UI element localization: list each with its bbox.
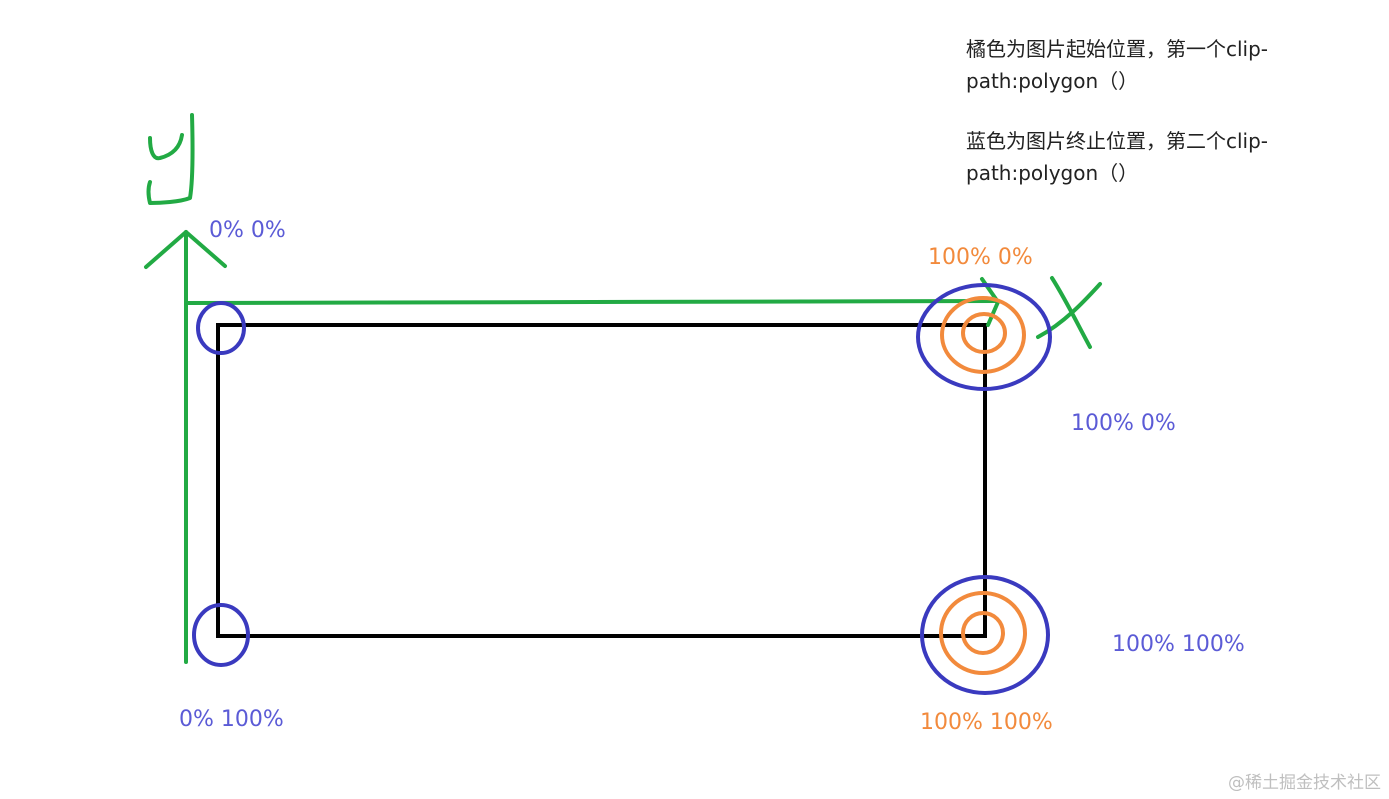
label-bottom-right-blue: 100% 100%	[1112, 632, 1245, 657]
blue-note: 蓝色为图片终止位置，第二个clip-path:polygon（）	[966, 129, 1269, 185]
blue-circle-bottom-left	[192, 603, 250, 667]
end-position-markers	[192, 283, 1052, 695]
image-rectangle	[216, 323, 987, 638]
orange-inner-circle-top-right	[961, 312, 1007, 354]
label-top-right-blue: 100% 0%	[1071, 411, 1176, 436]
x-axis-letter	[1036, 276, 1102, 349]
y-axis-letter	[146, 113, 195, 205]
start-position-markers	[939, 296, 1027, 675]
watermark: @稀土掘金技术社区	[1228, 773, 1381, 793]
x-axis-line	[184, 299, 1000, 305]
label-top-left: 0% 0%	[209, 218, 286, 243]
orange-note: 橘色为图片起始位置，第一个clip-path:polygon（）	[966, 37, 1269, 93]
blue-circle-top-left	[196, 301, 246, 355]
orange-outer-circle-top-right	[940, 296, 1026, 374]
orange-outer-circle-bottom-right	[939, 591, 1027, 675]
label-bottom-right-orange: 100% 100%	[920, 710, 1053, 735]
label-bottom-left: 0% 100%	[179, 707, 284, 732]
blue-circle-bottom-right	[920, 575, 1050, 695]
y-axis	[144, 113, 227, 664]
orange-inner-circle-bottom-right	[961, 611, 1005, 655]
label-top-right-orange: 100% 0%	[928, 245, 1033, 270]
y-axis-arrowhead	[144, 230, 227, 269]
blue-circle-top-right	[916, 283, 1052, 391]
